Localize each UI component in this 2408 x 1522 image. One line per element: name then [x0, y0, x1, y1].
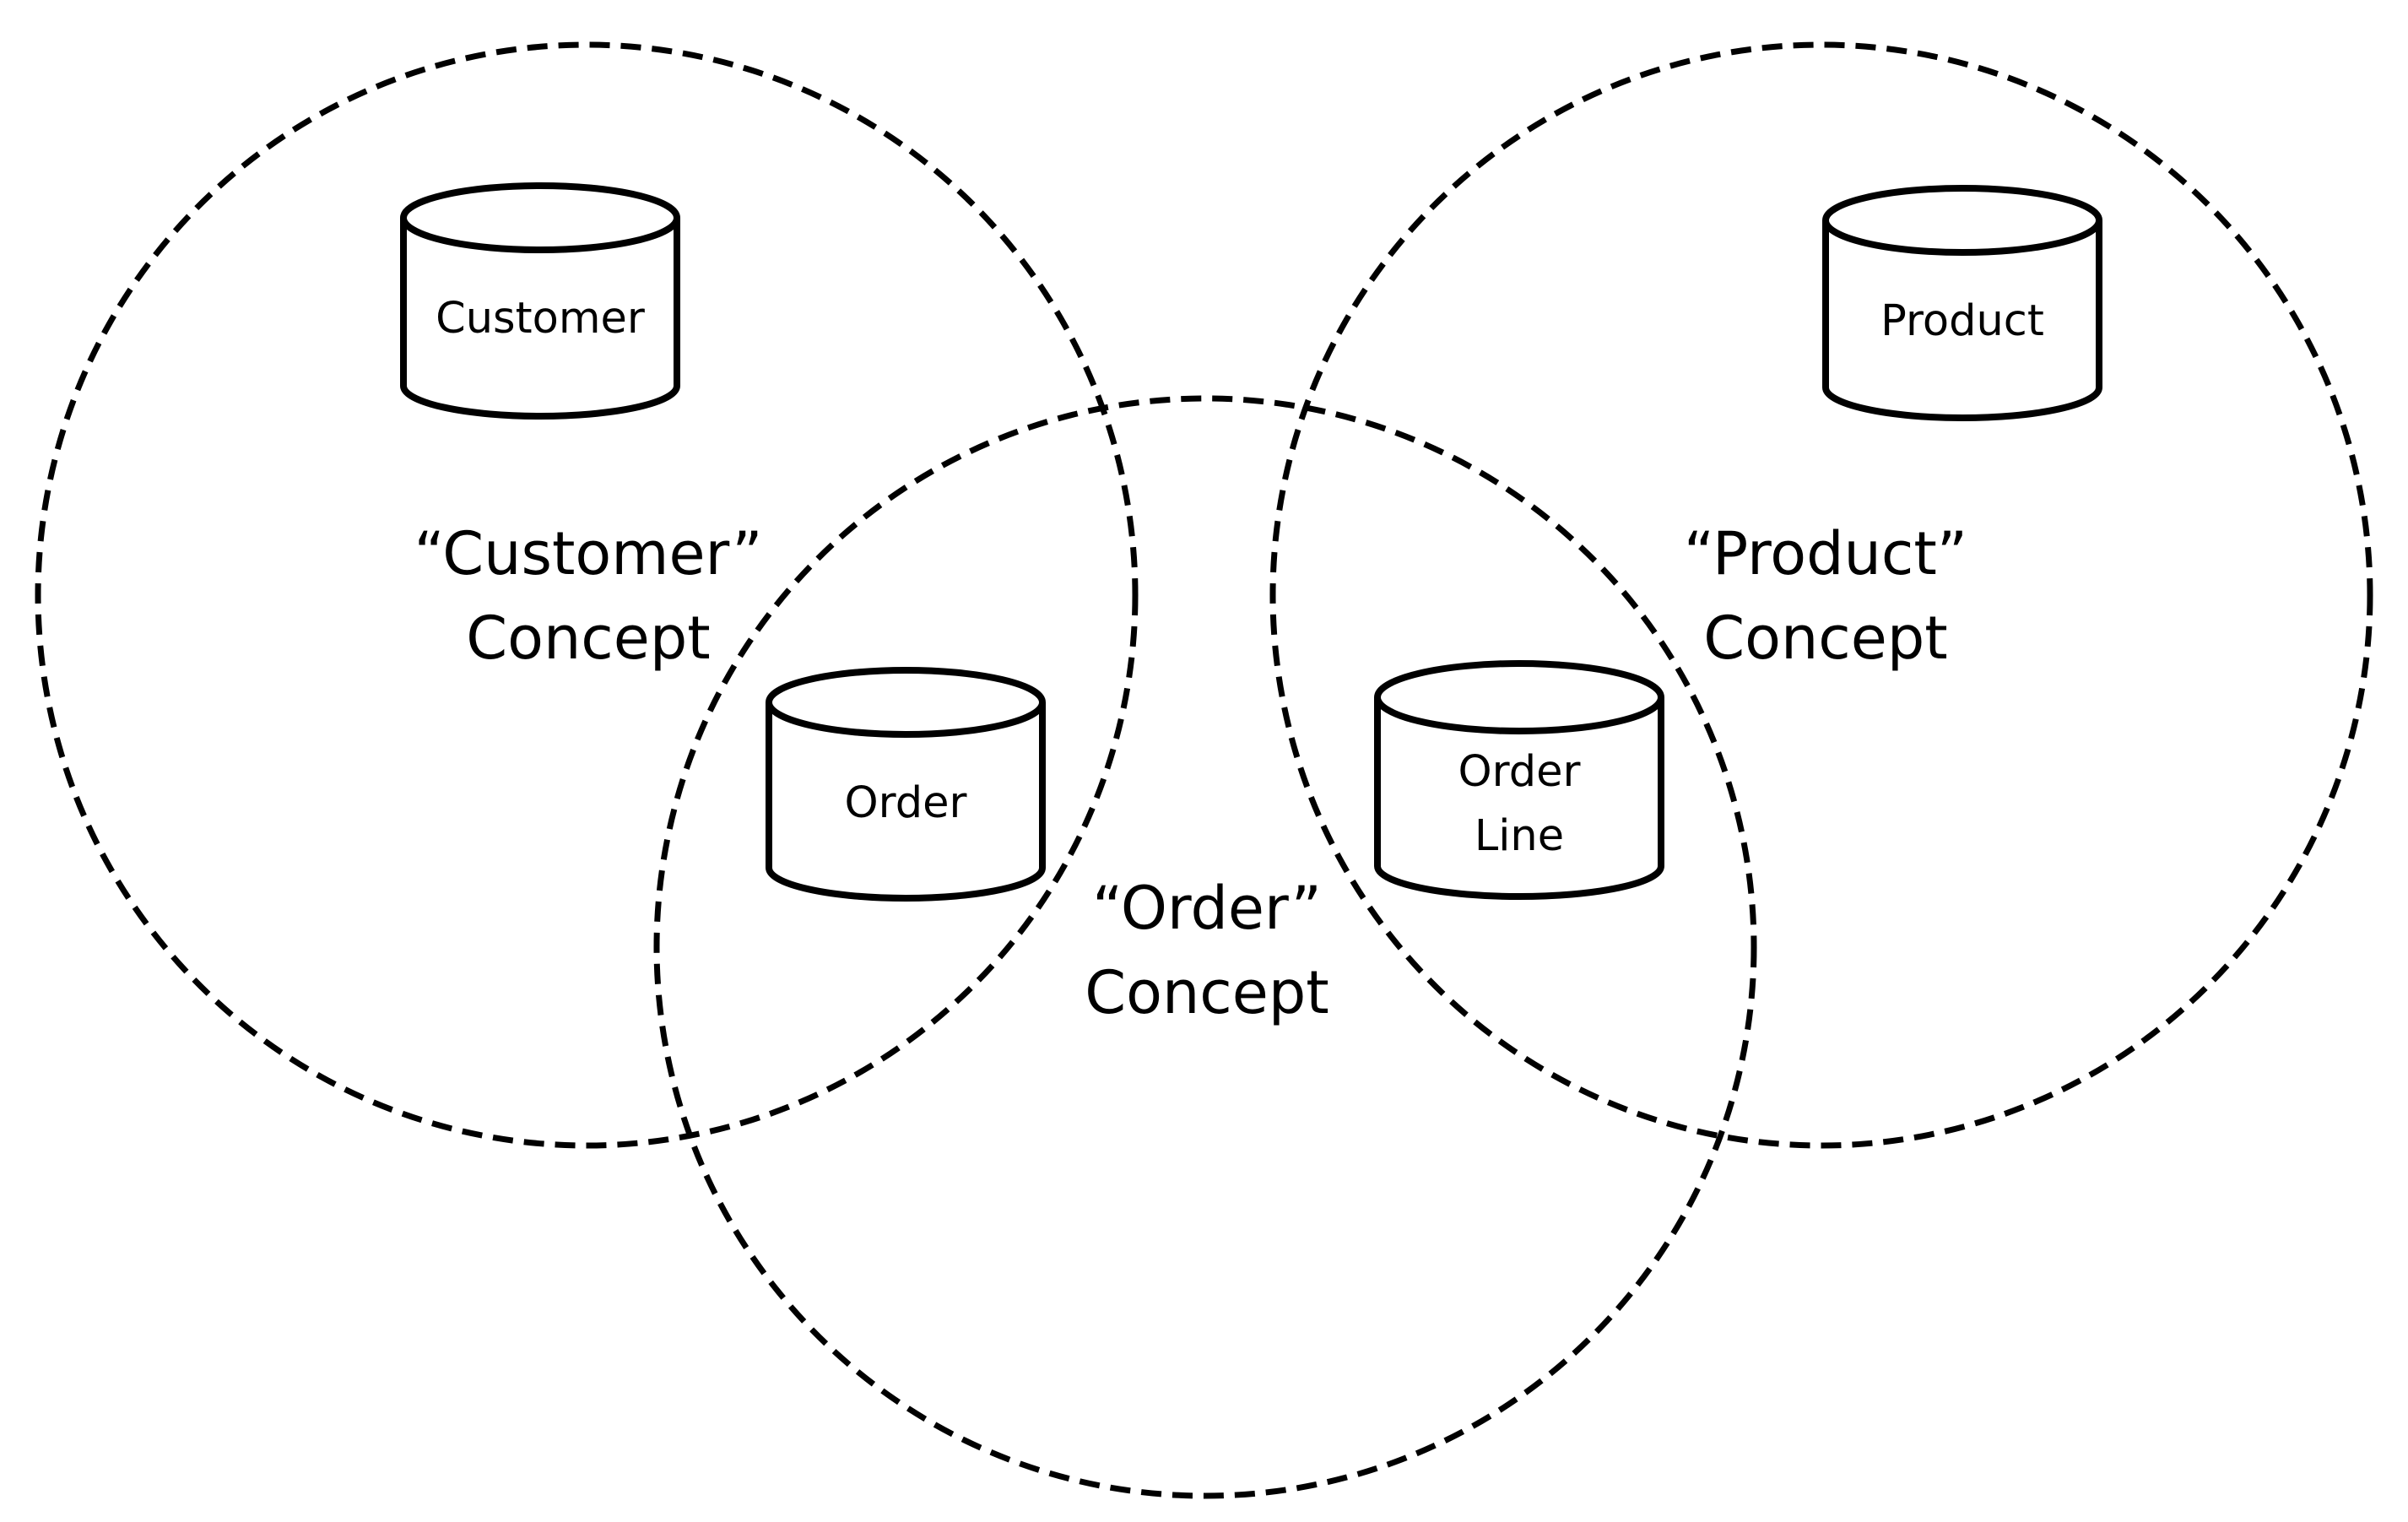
- concept-circles: [35, 41, 2373, 1499]
- customer-database-label: Customer: [436, 294, 645, 344]
- order-concept-circle: [653, 395, 1757, 1499]
- product-database-label: Product: [1880, 296, 2044, 346]
- customer-concept-label-line1: “Customer”: [414, 519, 763, 588]
- order-concept-label-line1: “Order”: [1092, 874, 1322, 943]
- customer-concept-circle: [35, 41, 1139, 1149]
- order-database-body: [766, 702, 1046, 902]
- order-line-database-label-line2: Line: [1475, 811, 1564, 861]
- customer-database-top: [400, 182, 680, 253]
- order-concept-label-line2: Concept: [1085, 958, 1329, 1027]
- product-concept-label-line2: Concept: [1703, 604, 1948, 673]
- product-database: Product: [1822, 185, 2102, 421]
- product-concept-label: “Product” Concept: [1684, 519, 1967, 673]
- customer-database-body: [400, 218, 680, 420]
- customer-database: Customer: [400, 182, 680, 420]
- customer-concept-label: “Customer” Concept: [414, 519, 763, 673]
- order-database-top: [766, 667, 1046, 738]
- order-database-label: Order: [845, 778, 967, 828]
- order-line-database: Order Line: [1374, 660, 1664, 900]
- order-concept-label: “Order” Concept: [1085, 874, 1329, 1027]
- product-database-top: [1822, 185, 2102, 256]
- product-concept-label-line1: “Product”: [1684, 519, 1967, 588]
- order-database: Order: [766, 667, 1046, 902]
- product-database-body: [1822, 220, 2102, 421]
- product-concept-circle: [1269, 41, 2373, 1149]
- order-line-database-body: [1374, 697, 1664, 900]
- order-line-database-top: [1374, 660, 1664, 734]
- customer-concept-label-line2: Concept: [466, 604, 711, 673]
- order-line-database-label-line1: Order: [1458, 747, 1581, 797]
